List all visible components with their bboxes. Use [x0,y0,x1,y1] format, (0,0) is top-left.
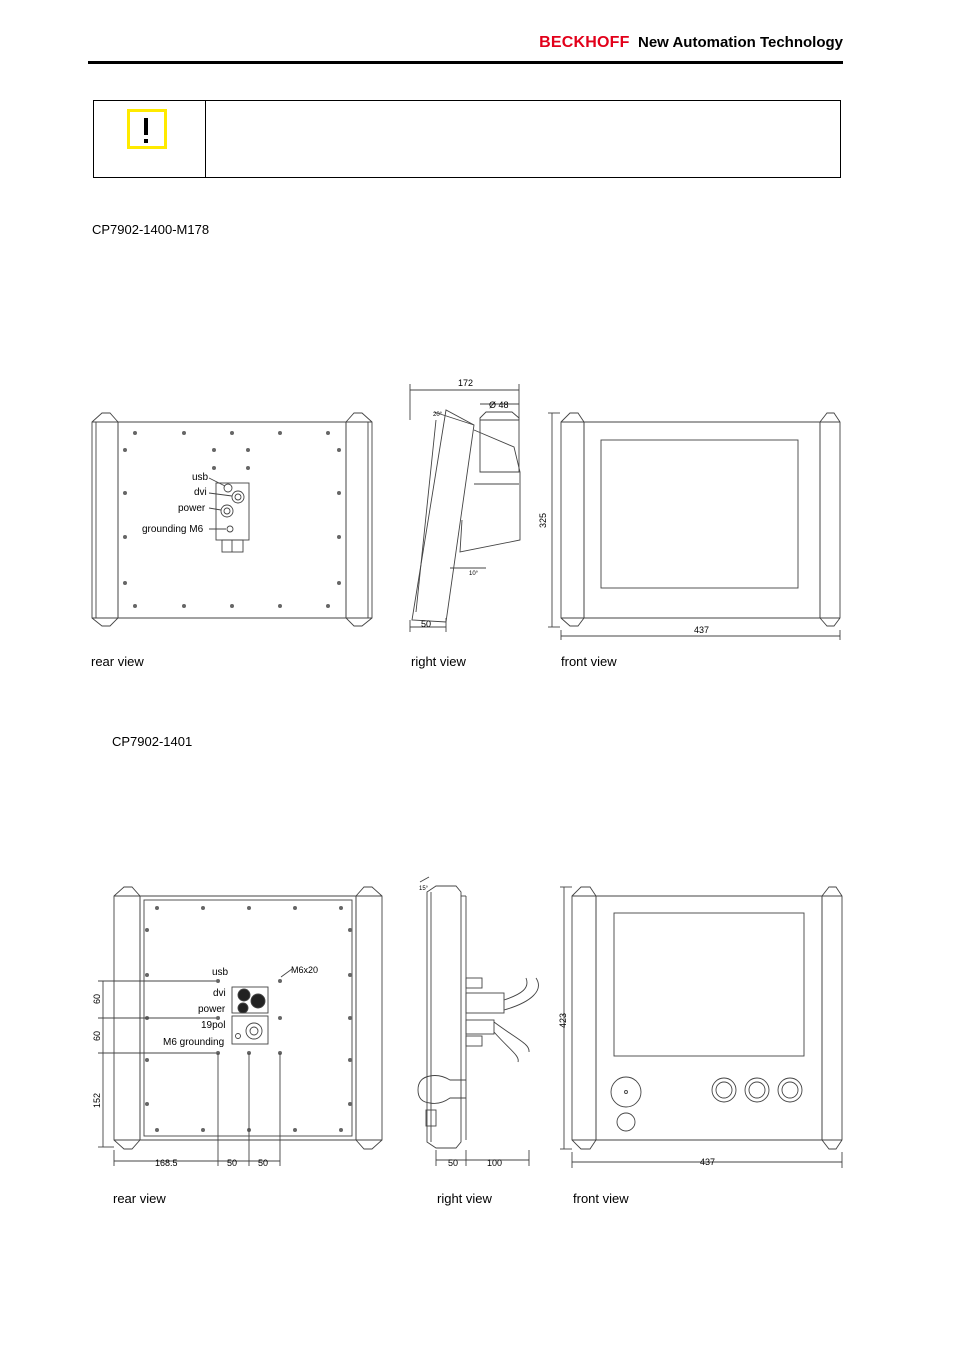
rear-view-2 [98,886,383,1166]
caution-note [93,100,841,178]
brand-tagline: New Automation Technology [638,34,843,51]
brand-name: BECKHOFF [539,34,630,51]
label-power-1: power [178,503,206,514]
right-view-1 [409,384,521,632]
dim-stand-2: 100 [487,1158,502,1168]
label-usb-2: usb [212,967,229,978]
dim-h2-2: 50 [227,1158,237,1168]
dim-height-2: 423 [558,1013,568,1028]
header-rule [88,61,843,64]
dim-pipe-1: Ø 48 [489,400,509,410]
label-grounding-1: grounding M6 [142,524,204,535]
caption-front-1: front view [561,654,617,669]
dim-tilt-2: 15° [419,886,429,892]
label-power-2: power [198,1004,226,1015]
label-19pol-2: 19pol [201,1020,225,1031]
label-screw-2: M6x20 [291,965,318,975]
dim-h3-2: 50 [258,1158,268,1168]
dim-width-1: 437 [694,625,709,635]
dim-tilt-1: 20° [433,412,443,418]
caption-front-2: front view [573,1191,629,1206]
caption-rear-2: rear view [113,1191,166,1206]
label-dvi-2: dvi [213,988,226,999]
dim-v2-2: 60 [92,1031,102,1041]
label-dvi-1: dvi [194,487,207,498]
caption-right-2: right view [437,1191,492,1206]
dim-v3-2: 152 [92,1093,102,1108]
dim-width-2: 437 [700,1157,715,1167]
caption-right-1: right view [411,654,466,669]
label-grounding-2: M6 grounding [163,1037,224,1048]
brand-logo: BECKHOFF New Automation Technology [539,34,843,52]
dim-h1-2: 168.5 [155,1158,178,1168]
dim-depth-1: 172 [458,378,473,388]
dim-panel-depth-2: 50 [448,1158,458,1168]
dim-v1-2: 60 [92,994,102,1004]
note-divider [205,101,206,177]
front-view-1 [548,412,841,640]
rear-view-1 [91,412,373,627]
model-title-2: CP7902-1401 [112,734,193,749]
dim-height-1: 325 [538,513,548,528]
model-title-1: CP7902-1400-M178 [92,222,210,237]
dim-angle-1: 10° [469,571,479,577]
front-view-2 [560,886,843,1168]
exclamation-warning-icon [127,109,167,149]
caption-rear-1: rear view [91,654,144,669]
label-usb-1: usb [192,472,209,483]
right-view-2 [417,876,539,1166]
dim-panel-depth-1: 50 [421,619,431,629]
